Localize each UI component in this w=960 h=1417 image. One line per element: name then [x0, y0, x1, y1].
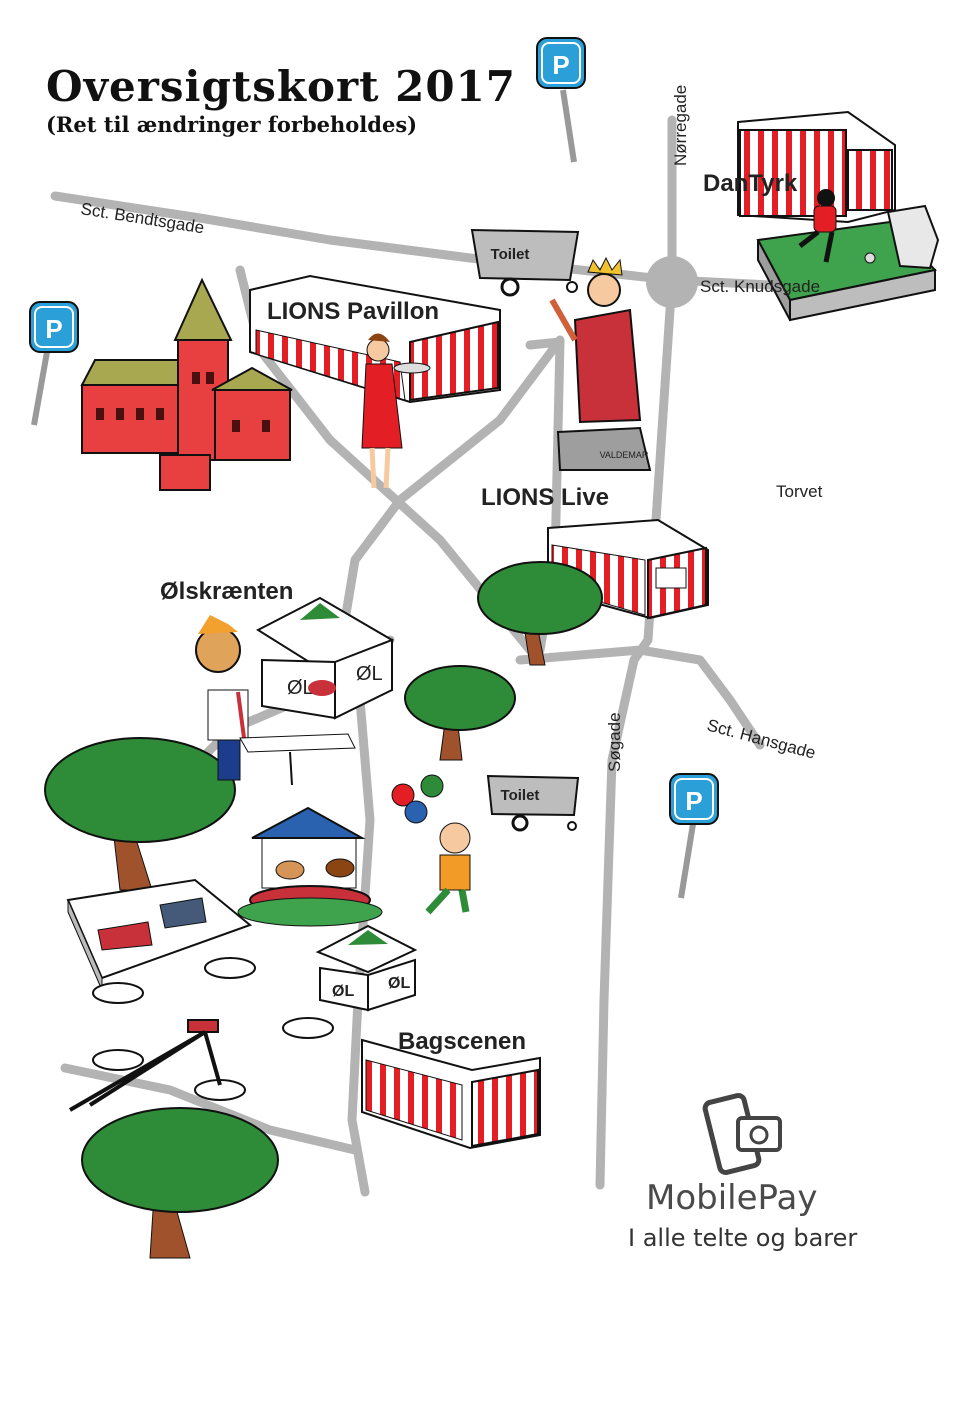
- waitress-figure: [361, 333, 431, 489]
- parking-letter: P: [552, 50, 569, 80]
- mobilepay-name: MobilePay: [646, 1178, 818, 1218]
- road-sogade: [595, 655, 639, 1190]
- tree-middle: [404, 665, 516, 761]
- tree-south: [81, 1107, 279, 1259]
- venue-label-live[interactable]: LIONS Live: [481, 484, 610, 511]
- bumper-car-rink: [66, 878, 253, 991]
- beer-sign: ØL: [356, 663, 383, 685]
- tree-west: [44, 737, 236, 891]
- venue-label-pavillon[interactable]: LIONS Pavillon: [267, 298, 440, 325]
- toilet-label: Toilet: [491, 246, 530, 263]
- beer-sign: ØL: [332, 983, 354, 1000]
- road-cross-b: [340, 335, 565, 625]
- bar-table: [239, 733, 356, 786]
- ferris-wheel: [68, 957, 334, 1112]
- parking-letter: P: [45, 314, 62, 344]
- street-hansgade: Sct. Hansgade: [705, 716, 818, 763]
- beer-sign: ØL: [287, 677, 314, 699]
- parking-sign-left[interactable]: P: [29, 301, 79, 426]
- venue-label-bagscenen[interactable]: Bagscenen: [398, 1028, 527, 1055]
- parking-letter: P: [685, 786, 702, 816]
- street-norregade: Nørregade: [671, 85, 690, 166]
- toilet-trailer-2[interactable]: Toilet: [486, 774, 580, 832]
- bagscenen-tent[interactable]: [361, 1038, 541, 1150]
- map-title: Oversigtskort 2017: [46, 62, 517, 111]
- toilet-label: Toilet: [501, 787, 540, 804]
- carousel: [237, 806, 383, 927]
- venue-label-olskraenten[interactable]: Ølskrænten: [160, 578, 294, 605]
- balloon-boy-figure: [391, 774, 471, 915]
- road-hansgade: [515, 645, 765, 750]
- venue-label-dantyrk[interactable]: DanTyrk: [703, 170, 798, 197]
- mobilepay-icon: [702, 1093, 782, 1175]
- beer-drinker-figure: [195, 615, 249, 781]
- parking-sign-right[interactable]: P: [669, 773, 719, 899]
- footballer-figure: [798, 189, 837, 263]
- toilet-trailer-1[interactable]: Toilet: [470, 228, 580, 297]
- beer-bar-south[interactable]: ØL ØL: [315, 924, 418, 1012]
- church-building: [80, 277, 293, 491]
- dantyrk-tent[interactable]: [737, 110, 896, 224]
- road-south-west: [60, 1063, 360, 1155]
- map-subtitle: (Ret til ændringer forbeholdes): [46, 112, 418, 137]
- beer-sign: ØL: [388, 975, 410, 992]
- mobilepay-tagline: I alle telte og barer: [628, 1224, 858, 1252]
- parking-sign-top[interactable]: P: [536, 37, 586, 163]
- olskraenten-bar[interactable]: ØL ØL: [255, 596, 395, 720]
- street-knudsgade: Sct. Knudsgade: [700, 277, 820, 296]
- tree-live: [477, 561, 603, 666]
- valdemar-statue: VALDEMAR: [549, 256, 652, 471]
- street-sogade: Søgade: [605, 712, 624, 772]
- football-pitch: [756, 204, 940, 322]
- place-label-torvet: Torvet: [776, 482, 823, 501]
- roundabout: [646, 256, 698, 308]
- statue-inscription: VALDEMAR: [600, 450, 649, 460]
